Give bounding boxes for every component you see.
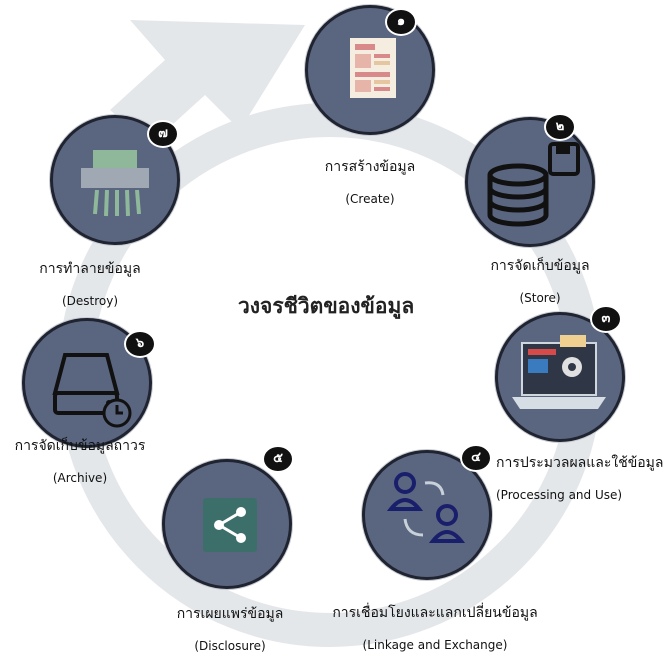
badge-6: ๖: [124, 330, 156, 358]
document-icon: [350, 38, 396, 98]
archive-english: (Archive): [52, 471, 108, 485]
archive-label: การจัดเก็บข้อมูลถาวร (Archive): [5, 435, 155, 485]
destroy-english: (Destroy): [61, 294, 119, 308]
linkage-label: การเชื่อมโยงและแลกเปลี่ยนข้อมูล (Linkage…: [320, 602, 550, 652]
diagram-title: วงจรชีวิตของข้อมูล: [238, 294, 415, 318]
badge-5: ๕: [262, 445, 294, 473]
disclosure-label: การเผยแพร่ข้อมูล (Disclosure): [160, 603, 300, 653]
processing-thai: การประมวลผลและใช้ข้อมูล: [496, 455, 664, 471]
badge-3: ๓: [590, 305, 622, 333]
badge-2: ๒: [544, 113, 576, 141]
create-english: (Create): [345, 192, 395, 206]
users-exchange-icon: [386, 472, 466, 543]
process-tag: [560, 335, 586, 347]
destroy-label: การทำลายข้อมูล (Destroy): [25, 258, 155, 308]
floppy-icon: [548, 142, 580, 176]
processing-circle: [495, 312, 625, 442]
linkage-thai: การเชื่อมโยงและแลกเปลี่ยนข้อมูล: [332, 605, 538, 621]
processing-english: (Processing and Use): [496, 488, 623, 502]
badge-7: ๗: [147, 120, 179, 148]
share-icon: [203, 498, 257, 552]
disclosure-english: (Disclosure): [194, 639, 266, 653]
store-thai: การจัดเก็บข้อมูล: [490, 258, 590, 274]
archive-thai: การจัดเก็บข้อมูลถาวร: [14, 438, 146, 454]
database-icon: [487, 142, 580, 227]
badge-1: ๑: [385, 8, 417, 36]
create-label: การสร้างข้อมูล (Create): [300, 156, 440, 206]
destroy-thai: การทำลายข้อมูล: [39, 261, 141, 277]
archive-drive-icon: [52, 353, 132, 428]
processing-label: การประมวลผลและใช้ข้อมูล (Processing and …: [480, 452, 669, 502]
store-circle: [465, 117, 595, 247]
linkage-english: (Linkage and Exchange): [362, 638, 508, 652]
store-label: การจัดเก็บข้อมูล (Store): [470, 255, 610, 305]
linkage-circle: [362, 450, 492, 580]
store-english: (Store): [519, 291, 561, 305]
laptop-processing-icon: [512, 335, 606, 409]
shredder-icon: [81, 150, 149, 217]
disclosure-circle: [162, 459, 292, 589]
cycle-arrowhead: [110, 20, 305, 145]
disclosure-thai: การเผยแพร่ข้อมูล: [176, 606, 284, 622]
create-thai: การสร้างข้อมูล: [324, 159, 416, 175]
badge-4: ๔: [460, 444, 492, 472]
create-circle: [305, 5, 435, 135]
